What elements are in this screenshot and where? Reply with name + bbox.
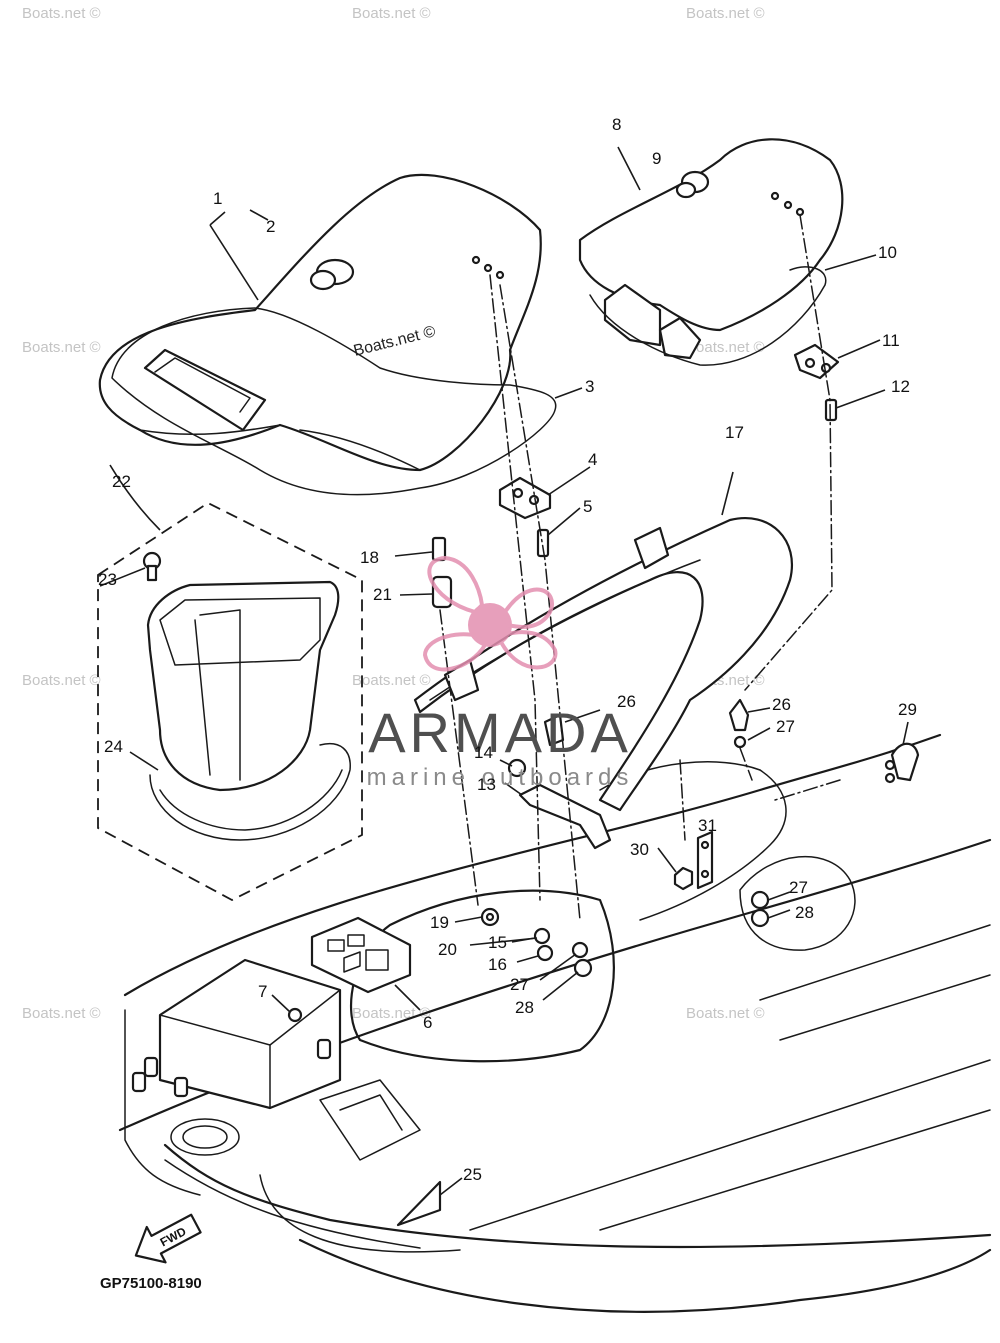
callout-15: 15 [488, 933, 507, 952]
callout-9: 9 [652, 149, 661, 168]
callout-18: 18 [360, 548, 379, 567]
callout-19: 19 [430, 913, 449, 932]
meter-unit-drawing [271, 916, 421, 1023]
watermark: Boats.net © [686, 1005, 765, 1022]
callout-27a: 27 [776, 717, 795, 736]
storage-bin-drawing [97, 464, 363, 902]
hull-deck-drawing [118, 733, 992, 1313]
callout-31: 31 [698, 816, 717, 835]
watermark: Boats.net © [352, 5, 431, 22]
drawing-code: GP75100-8190 [100, 1275, 202, 1292]
callout-3: 3 [585, 377, 594, 396]
callout-28b: 28 [795, 903, 814, 922]
callout-27b: 27 [510, 975, 529, 994]
callout-26a: 26 [617, 692, 636, 711]
assembly-lines [209, 146, 909, 1196]
callout-30: 30 [630, 840, 649, 859]
watermark: Boats.net © [352, 1005, 431, 1022]
callout-26b: 26 [772, 695, 791, 714]
watermark: Boats.net © [22, 339, 101, 356]
watermark: Boats.net © [22, 5, 101, 22]
callout-12: 12 [891, 377, 910, 396]
rear-seat-drawing [578, 138, 886, 422]
callout-6: 6 [423, 1013, 432, 1032]
front-seat-drawing [98, 173, 557, 496]
watermark: Boats.net © [686, 339, 765, 356]
callout-5: 5 [583, 497, 592, 516]
callout-10: 10 [878, 243, 897, 262]
callout-1: 1 [213, 189, 222, 208]
callout-14: 14 [474, 743, 493, 762]
watermark: Boats.net © [22, 1005, 101, 1022]
callout-27c: 27 [789, 878, 808, 897]
fwd-arrow-icon: FWD [134, 1213, 202, 1264]
callout-2: 2 [266, 217, 275, 236]
callout-21: 21 [373, 585, 392, 604]
callout-23: 23 [98, 570, 117, 589]
brand-overlay: ARMADA marine outboards Boats.net © [352, 323, 634, 791]
callout-29: 29 [898, 700, 917, 719]
callout-28a: 28 [515, 998, 534, 1017]
brand-tagline: marine outboards [367, 764, 634, 791]
propeller-logo-icon [422, 555, 558, 672]
watermark: Boats.net © [22, 672, 101, 689]
callout-16: 16 [488, 955, 507, 974]
callout-20: 20 [438, 940, 457, 959]
callout-13: 13 [477, 775, 496, 794]
callout-22: 22 [112, 472, 131, 491]
callout-24: 24 [104, 737, 123, 756]
callout-17: 17 [725, 423, 744, 442]
brand-name: ARMADA [368, 701, 632, 764]
watermark: Boats.net © [352, 672, 431, 689]
callout-numbers: 1 2 3 4 5 6 7 8 9 10 11 12 13 14 15 16 1… [98, 115, 917, 1184]
callout-8: 8 [612, 115, 621, 134]
callout-7: 7 [258, 982, 267, 1001]
watermark: Boats.net © [686, 5, 765, 22]
hardware-drawing [431, 476, 920, 978]
rear-cowl-drawing [413, 471, 793, 812]
callout-4: 4 [588, 450, 597, 469]
callout-25: 25 [463, 1165, 482, 1184]
callout-11: 11 [882, 331, 900, 350]
